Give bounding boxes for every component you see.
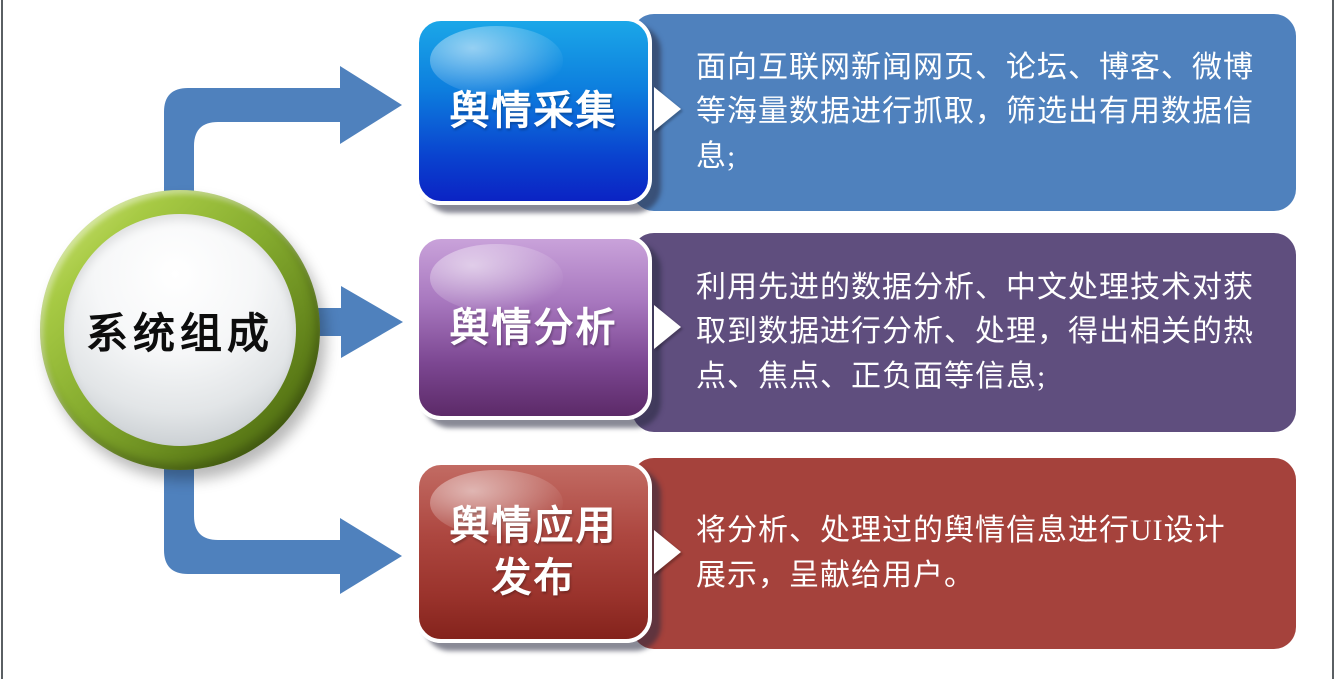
hub-label: 系统组成 (85, 311, 274, 358)
label-box-analysis: 舆情分析 (415, 235, 652, 420)
label-box-collection: 舆情采集 (415, 17, 652, 205)
label-text-collection: 舆情采集 (449, 88, 618, 133)
description-box-collection: 面向互联网新闻网页、论坛、博客、微博等海量数据进行抓取，筛选出有用数据信息; (632, 14, 1296, 211)
description-text-analysis: 利用先进的数据分析、中文处理技术对获取到数据进行分析、处理，得出相关的热点、焦点… (696, 270, 1254, 393)
top-elbow-arrow (164, 66, 402, 210)
description-box-publish: 将分析、处理过的舆情信息进行UI设计展示，呈献给用户。 (632, 458, 1296, 649)
description-box-analysis: 利用先进的数据分析、中文处理技术对获取到数据进行分析、处理，得出相关的热点、焦点… (632, 233, 1296, 432)
hub-circle: 系统组成 (40, 190, 320, 470)
middle-straight-arrow (300, 286, 403, 358)
slide-right-border (1332, 0, 1334, 679)
description-text-collection: 面向互联网新闻网页、论坛、博客、微博等海量数据进行抓取，筛选出有用数据信息; (696, 50, 1254, 173)
description-text-publish: 将分析、处理过的舆情信息进行UI设计展示，呈献给用户。 (696, 514, 1226, 592)
label-text-publish: 舆情应用发布 (449, 503, 618, 600)
chevron-right-icon (654, 305, 681, 349)
bottom-elbow-arrow (164, 450, 402, 594)
hub-sphere: 系统组成 (64, 214, 296, 446)
label-box-publish: 舆情应用发布 (415, 461, 652, 643)
chevron-right-icon (654, 530, 681, 574)
slide-left-border (1, 0, 3, 679)
label-text-analysis: 舆情分析 (449, 304, 618, 350)
chevron-right-icon (654, 87, 681, 131)
